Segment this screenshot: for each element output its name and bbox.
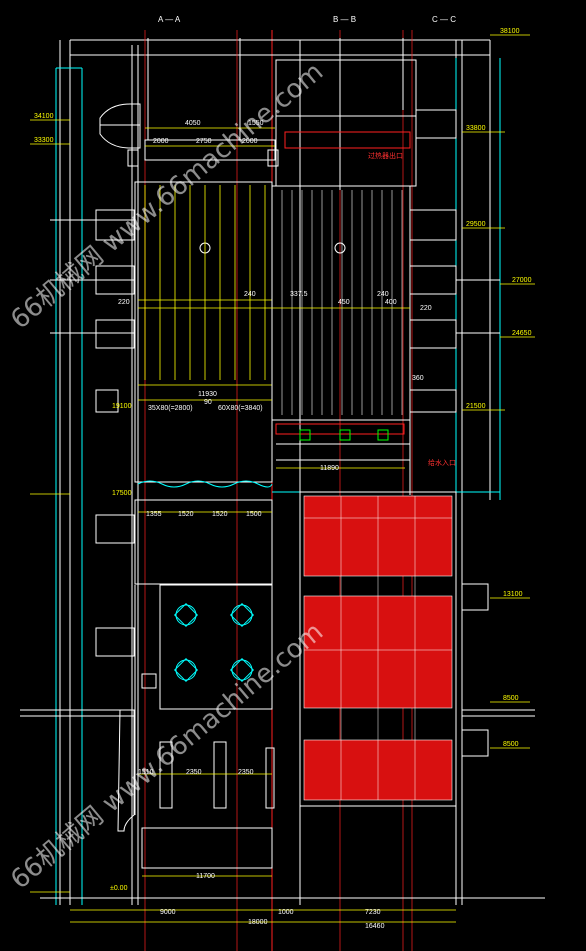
watermark-bottom: 66机械网 www.66machine.com <box>5 617 329 896</box>
furnace-section-a <box>50 181 346 483</box>
elev-27000: 27000 <box>512 277 532 284</box>
dim-90: 90 <box>204 399 212 406</box>
dim-337: 337.5 <box>290 291 308 298</box>
elev-8500b: 8500 <box>503 741 519 748</box>
dim-1000: 1000 <box>278 909 294 916</box>
dim-220b: 220 <box>420 305 432 312</box>
elev-34100: 34100 <box>34 113 54 120</box>
elev-21500: 21500 <box>466 403 486 410</box>
dim-11930: 11930 <box>198 391 217 398</box>
dim-450: 450 <box>338 299 350 306</box>
dim-400: 400 <box>385 299 397 306</box>
dim-1550: 1550 <box>248 120 264 127</box>
dim-60x: 60X80(=3840) <box>218 405 263 412</box>
dim-4050: 4050 <box>185 120 201 127</box>
furnace-flame-line <box>137 480 273 488</box>
elev-19100: 19100 <box>112 403 132 410</box>
dim-240: 240 <box>244 291 256 298</box>
furnace-tubes-a <box>138 185 272 386</box>
elev-13100: 13100 <box>503 591 523 598</box>
dim-7230: 7230 <box>365 909 381 916</box>
hanger-rods <box>147 38 404 190</box>
dim-1510: 1510 <box>138 769 154 776</box>
elev-33300: 33300 <box>34 137 54 144</box>
dim-35x80: 35X80(=2800) <box>148 405 193 412</box>
air-preheater <box>299 491 489 807</box>
dim-2000a: 2000 <box>153 138 169 145</box>
lower-support-lines <box>20 709 545 899</box>
dim-1520b: 1520 <box>212 511 228 518</box>
dim-2000b: 2000 <box>242 138 258 145</box>
superheater-tubes <box>281 190 403 415</box>
dim-220a: 220 <box>118 299 130 306</box>
note-superheater-outlet: 过热器出口 <box>368 151 403 160</box>
dim-11890: 11890 <box>320 465 339 472</box>
dim-2750: 2750 <box>196 138 212 145</box>
dim-11700: 11700 <box>196 873 215 880</box>
dim-1355: 1355 <box>146 511 162 518</box>
lower-furnace <box>95 499 275 869</box>
dim-240b: 240 <box>377 291 389 298</box>
dim-2350a: 2350 <box>186 769 202 776</box>
section-label-b: B — B <box>333 15 356 24</box>
elev-24650: 24650 <box>512 330 532 337</box>
dim-1500: 1500 <box>246 511 262 518</box>
elev-ground: ±0.00 <box>110 885 128 892</box>
dim-2350b: 2350 <box>238 769 254 776</box>
elev-17500: 17500 <box>112 490 132 497</box>
dim-360: 360 <box>412 375 424 382</box>
dim-9000: 9000 <box>160 909 176 916</box>
elev-33800: 33800 <box>466 125 486 132</box>
dim-16460: 16460 <box>365 923 385 930</box>
dimension-lines <box>30 34 535 923</box>
dim-18000: 18000 <box>248 919 268 926</box>
dim-1520a: 1520 <box>178 511 194 518</box>
elev-top: 38100 <box>500 28 520 35</box>
watermark-top: 66机械网 www.66machine.com <box>5 57 329 336</box>
section-label-c: C — C <box>432 15 456 24</box>
elev-8500: 8500 <box>503 695 519 702</box>
economizer-header <box>275 420 411 495</box>
superheater-section-b <box>271 185 500 421</box>
burners <box>173 602 255 683</box>
elev-29500: 29500 <box>466 221 486 228</box>
section-label-a: A — A <box>158 15 181 24</box>
steam-drum <box>99 103 279 167</box>
note-feedwater-inlet: 给水入口 <box>428 458 456 467</box>
